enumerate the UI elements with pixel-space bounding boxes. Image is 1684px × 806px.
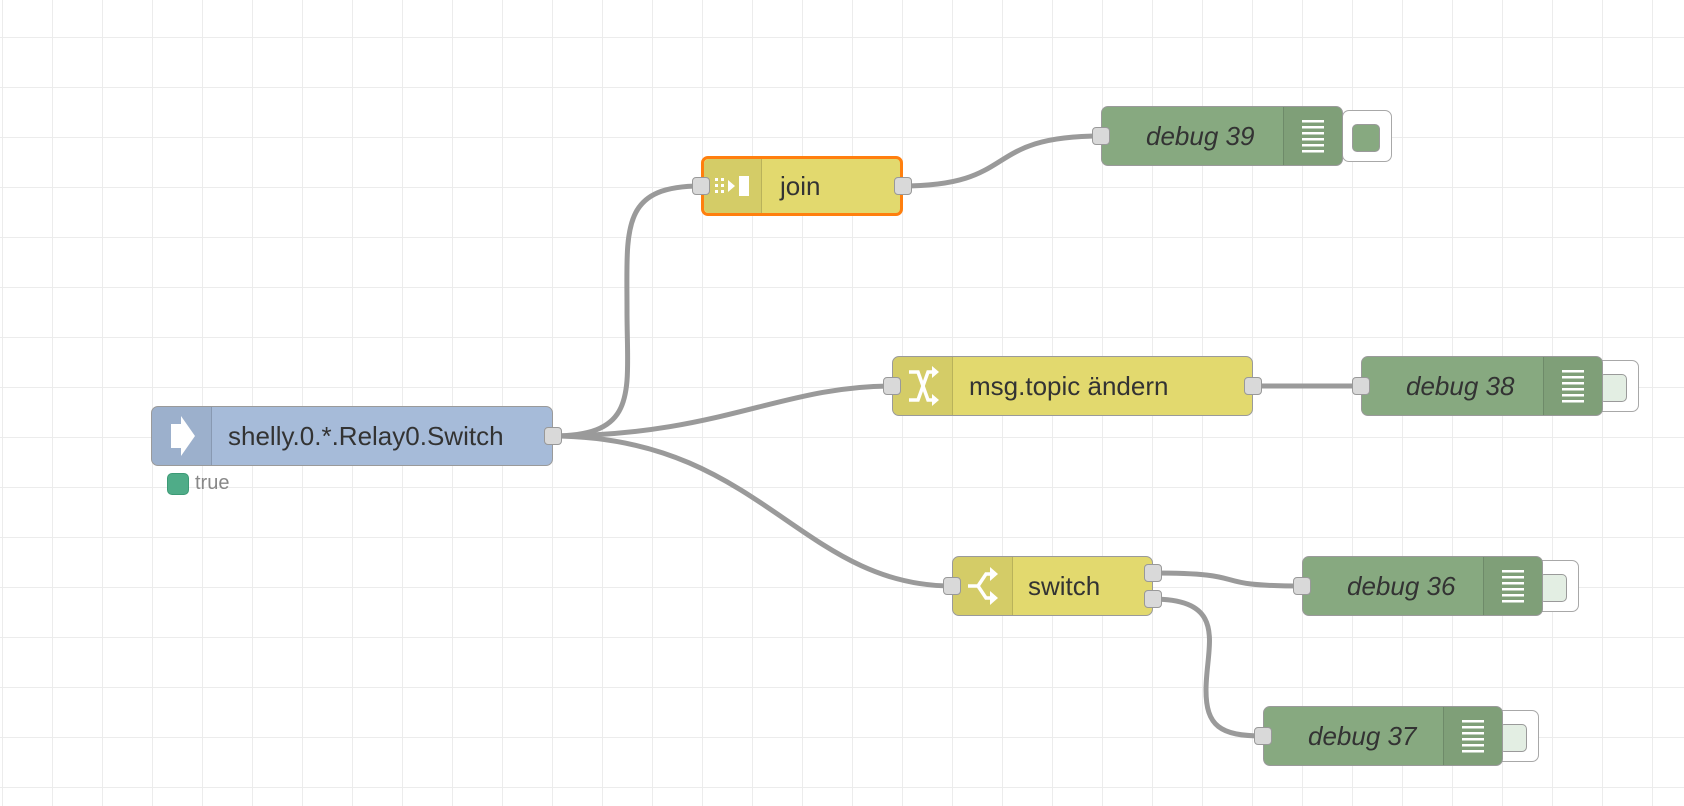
- status-text: true: [195, 472, 230, 494]
- output-port-1[interactable]: [1144, 564, 1162, 582]
- node-label: debug 37: [1308, 720, 1417, 751]
- toggle-indicator: [1539, 574, 1567, 602]
- wire-join-to-debug39[interactable]: [899, 133, 1104, 189]
- node-label: switch: [1028, 570, 1101, 601]
- node-label: msg.topic ändern: [969, 370, 1169, 401]
- wire-in-to-change[interactable]: [549, 383, 895, 439]
- node-label: debug 39: [1146, 120, 1255, 151]
- iobroker-in-node[interactable]: shelly.0.*.Relay0.Switch: [151, 406, 562, 466]
- input-port[interactable]: [1092, 127, 1110, 145]
- output-port[interactable]: [1244, 377, 1262, 395]
- input-port[interactable]: [943, 577, 961, 595]
- debug-list-icon: [1443, 707, 1502, 765]
- toggle-indicator: [1499, 724, 1527, 752]
- switch-node[interactable]: switch: [943, 556, 1162, 616]
- node-label: join: [780, 170, 821, 201]
- shuffle-icon: [893, 357, 953, 415]
- debug39-toggle[interactable]: [1342, 110, 1392, 162]
- input-port[interactable]: [1254, 727, 1272, 745]
- debug-list-icon: [1483, 557, 1542, 615]
- debug-list-icon: [1543, 357, 1602, 415]
- join-icon: [704, 159, 762, 213]
- node-label: debug 38: [1406, 370, 1515, 401]
- toggle-indicator: [1352, 124, 1380, 152]
- arrow-in-icon: [152, 407, 212, 465]
- join-node[interactable]: join: [692, 156, 912, 216]
- output-port[interactable]: [894, 177, 912, 195]
- wire-switch-out1-to-debug36[interactable]: [1149, 570, 1305, 589]
- toggle-indicator: [1599, 374, 1627, 402]
- input-port[interactable]: [692, 177, 710, 195]
- wire-switch-out2-to-debug37[interactable]: [1149, 596, 1266, 739]
- debug-list-icon: [1283, 107, 1342, 165]
- switch-branch-icon: [953, 557, 1013, 615]
- status-indicator: [167, 472, 189, 495]
- node-label: debug 36: [1347, 570, 1456, 601]
- node-status: true: [167, 472, 229, 495]
- debug39-node[interactable]: debug 39: [1092, 106, 1343, 166]
- debug36-node[interactable]: debug 36: [1293, 556, 1543, 616]
- output-port-2[interactable]: [1144, 590, 1162, 608]
- input-port[interactable]: [1293, 577, 1311, 595]
- output-port[interactable]: [544, 427, 562, 445]
- wire-in-to-join[interactable]: [549, 183, 704, 439]
- input-port[interactable]: [1352, 377, 1370, 395]
- change-node[interactable]: msg.topic ändern: [883, 356, 1262, 416]
- input-port[interactable]: [883, 377, 901, 395]
- wire-in-to-switch[interactable]: [549, 433, 955, 589]
- debug37-node[interactable]: debug 37: [1254, 706, 1503, 766]
- debug38-node[interactable]: debug 38: [1352, 356, 1603, 416]
- node-label: shelly.0.*.Relay0.Switch: [228, 420, 504, 451]
